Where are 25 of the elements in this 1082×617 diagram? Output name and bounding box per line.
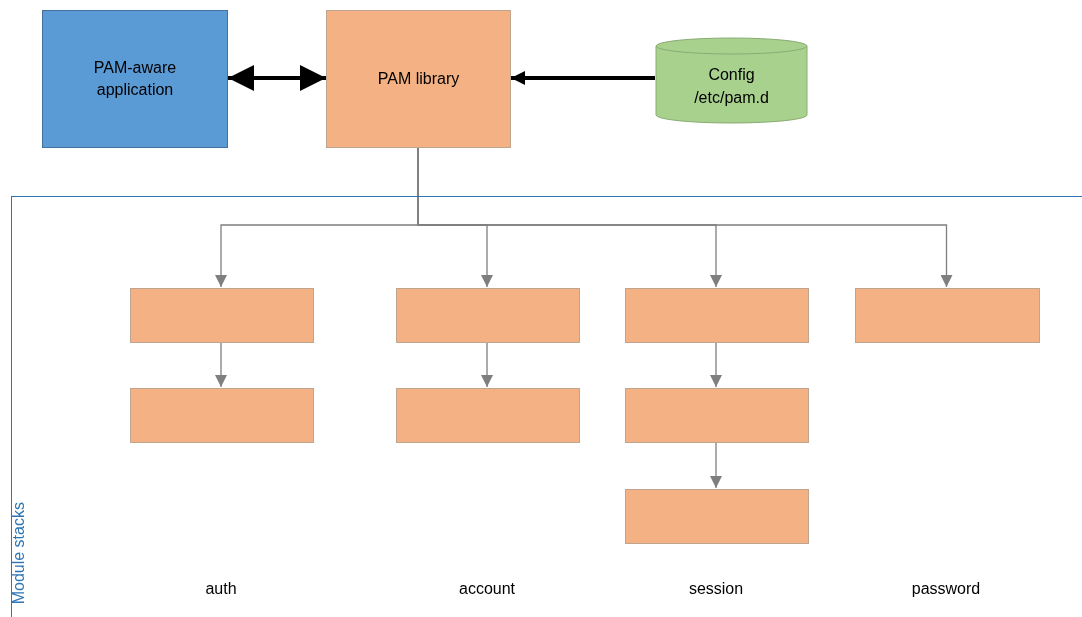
column-label: password — [911, 580, 981, 598]
module-box — [396, 288, 580, 343]
cylinder-label: Config /etc/pam.d — [693, 65, 770, 108]
arrow — [481, 341, 493, 388]
module-box — [396, 388, 580, 443]
module-box — [625, 388, 809, 443]
arrow — [710, 341, 722, 388]
box-label: PAM library — [377, 68, 460, 89]
panel-title: Module stacks — [8, 502, 28, 605]
column-label: session — [688, 580, 744, 598]
library-box — [326, 10, 511, 148]
module-box — [625, 489, 809, 544]
thick-arrow — [511, 71, 655, 85]
application-box — [42, 10, 228, 148]
module-stacks-panel — [11, 196, 1082, 617]
arrow — [215, 341, 227, 388]
thick-arrow — [228, 65, 326, 91]
module-box — [130, 388, 314, 443]
module-box — [130, 288, 314, 343]
column-label: auth — [205, 580, 237, 598]
column-label: account — [459, 580, 515, 598]
box-label: PAM-aware application — [92, 57, 178, 100]
module-box — [625, 288, 809, 343]
arrow — [710, 441, 722, 489]
module-box — [855, 288, 1040, 343]
